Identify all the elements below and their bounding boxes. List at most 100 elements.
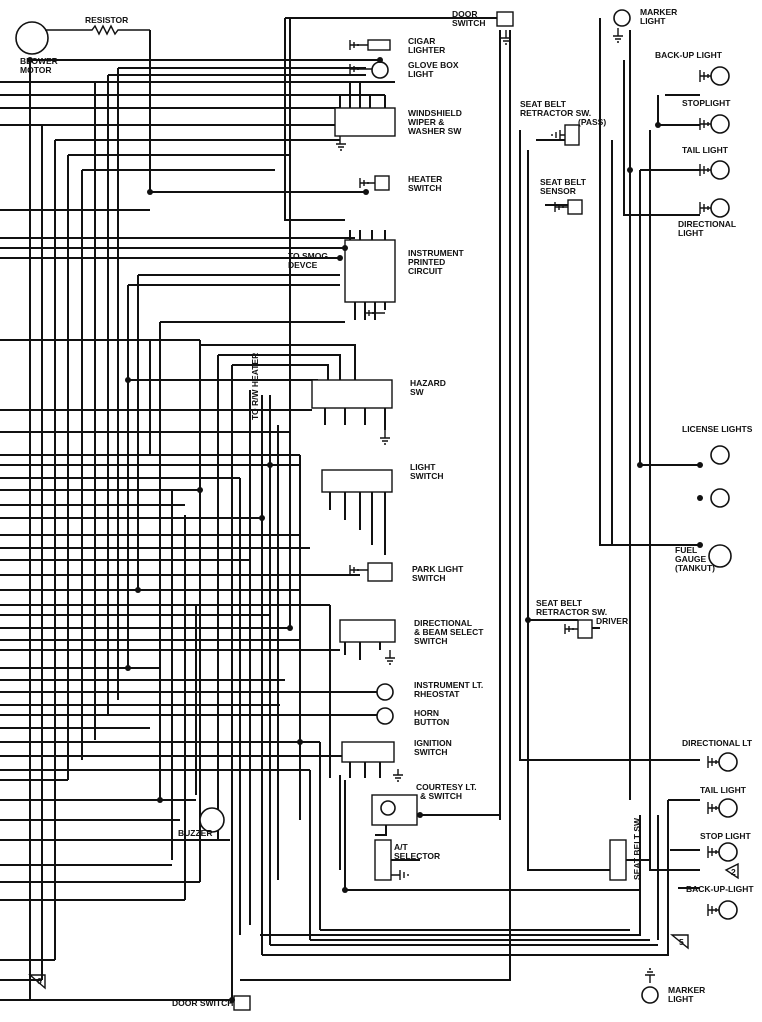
right-bus-wires bbox=[240, 17, 700, 981]
label-fuel-1: FUEL bbox=[675, 545, 697, 555]
note-triangle-5-icon bbox=[670, 934, 689, 950]
label-hazard-2: SW bbox=[410, 387, 425, 397]
label-glove-2: LIGHT bbox=[408, 69, 434, 79]
label-blower-2: MOTOR bbox=[20, 65, 51, 75]
label-windshield-3: WASHER SW bbox=[408, 126, 462, 136]
label-blower-1: BLOWER bbox=[20, 56, 58, 66]
hazard-switch-box bbox=[311, 379, 393, 409]
label-light-switch-2: SWITCH bbox=[410, 471, 444, 481]
label-dir-beam-2: & BEAM SELECT bbox=[414, 627, 484, 637]
license-lamp-lower-icon bbox=[710, 488, 730, 508]
stop-lamp-bottom-icon bbox=[718, 842, 738, 862]
label-backup-bottom: BACK-UP-LIGHT bbox=[686, 884, 754, 894]
label-to-rw-heater: TO R/W HEATER bbox=[250, 353, 260, 420]
label-fuel-2: GAUGE bbox=[675, 554, 707, 564]
label-sb-driver-2: RETRACTOR SW. bbox=[536, 607, 607, 617]
label-marker-bottom-2: LIGHT bbox=[668, 994, 694, 1004]
component-boxes bbox=[15, 9, 739, 1011]
junction-dots bbox=[27, 57, 703, 1003]
park-light-switch-box bbox=[367, 562, 393, 582]
label-sb-sensor-1: SEAT BELT bbox=[540, 177, 587, 187]
label-note-2: 2 bbox=[731, 867, 736, 877]
label-tail-top: TAIL LIGHT bbox=[682, 145, 729, 155]
label-rheostat-2: RHEOSTAT bbox=[414, 689, 460, 699]
label-ipc-2: PRINTED bbox=[408, 257, 445, 267]
courtesy-lamp-icon bbox=[380, 800, 396, 816]
ignition-switch-box bbox=[341, 741, 395, 763]
resistor-icon bbox=[45, 24, 150, 36]
blower-motor-icon bbox=[15, 21, 49, 55]
label-windshield-1: WINDSHIELD bbox=[408, 108, 462, 118]
label-ipc-1: INSTRUMENT bbox=[408, 248, 465, 258]
label-dir-top-1: DIRECTIONAL bbox=[678, 219, 736, 229]
back-up-lamp-top-icon bbox=[710, 66, 730, 86]
label-door-switch-top-2: SWITCH bbox=[452, 18, 486, 28]
label-backup-top: BACK-UP LIGHT bbox=[655, 50, 723, 60]
label-glove-1: GLOVE BOX bbox=[408, 60, 459, 70]
label-ipc-3: CIRCUIT bbox=[408, 266, 443, 276]
label-courtesy-2: & SWITCH bbox=[420, 791, 462, 801]
heater-switch-box bbox=[374, 175, 390, 191]
label-cigar-1: CIGAR bbox=[408, 36, 435, 46]
license-lamp-upper-icon bbox=[710, 445, 730, 465]
label-horn-2: BUTTON bbox=[414, 717, 449, 727]
seat-belt-retractor-driver-box bbox=[577, 619, 593, 639]
label-heater-1: HEATER bbox=[408, 174, 442, 184]
cigar-lighter-icon bbox=[367, 39, 391, 51]
label-dir-top-2: LIGHT bbox=[678, 228, 704, 238]
tail-lamp-top-icon bbox=[710, 160, 730, 180]
label-stop-bottom: STOP LIGHT bbox=[700, 831, 752, 841]
label-note-5: 5 bbox=[679, 937, 684, 947]
label-smog-1: TO SMOG bbox=[288, 251, 328, 261]
label-fuel-3: (TANKUT) bbox=[675, 563, 715, 573]
ground-symbols bbox=[336, 28, 719, 983]
diagram-labels: RESISTOR BLOWER MOTOR DOOR SWITCH MARKER… bbox=[20, 7, 754, 1008]
label-tail-bottom: TAIL LIGHT bbox=[700, 785, 747, 795]
seat-belt-switch-box bbox=[609, 839, 627, 881]
note-triangle-2-icon bbox=[724, 862, 739, 880]
label-note-6: 6 bbox=[37, 976, 42, 986]
rheostat-icon bbox=[376, 683, 394, 701]
label-smog-2: DEVCE bbox=[288, 260, 318, 270]
label-buzzer: BUZZER bbox=[178, 828, 212, 838]
label-dir-beam-3: SWITCH bbox=[414, 636, 448, 646]
directional-lamp-bottom-icon bbox=[718, 752, 738, 772]
label-marker-top-1: MARKER bbox=[640, 7, 677, 17]
label-ignition-1: IGNITION bbox=[414, 738, 452, 748]
label-horn-1: HORN bbox=[414, 708, 439, 718]
fuel-gauge-icon bbox=[708, 544, 732, 568]
label-dir-lt-bottom: DIRECTIONAL LT bbox=[682, 738, 753, 748]
light-switch-box bbox=[321, 469, 393, 493]
label-sb-pass-2: RETRACTOR SW. bbox=[520, 108, 591, 118]
marker-lamp-bottom-icon bbox=[641, 986, 659, 1004]
door-switch-bottom-icon bbox=[233, 995, 251, 1011]
label-windshield-2: WIPER & bbox=[408, 117, 444, 127]
instrument-printed-circuit-box bbox=[344, 239, 396, 303]
label-rheostat-1: INSTRUMENT LT. bbox=[414, 680, 483, 690]
door-switch-top-icon bbox=[496, 11, 514, 27]
label-door-switch-top-1: DOOR bbox=[452, 9, 478, 19]
label-sb-pass-3: (PASS) bbox=[578, 117, 606, 127]
buzzer-icon bbox=[199, 807, 225, 833]
tail-lamp-bottom-icon bbox=[718, 798, 738, 818]
note-triangle-6-icon bbox=[28, 974, 46, 990]
label-park-1: PARK LIGHT bbox=[412, 564, 464, 574]
stop-lamp-top-icon bbox=[710, 114, 730, 134]
label-license: LICENSE LIGHTS bbox=[682, 424, 753, 434]
seat-belt-retractor-pass-box bbox=[564, 124, 580, 146]
label-stoplight-top: STOPLIGHT bbox=[682, 98, 731, 108]
label-sb-driver-3: DRIVER bbox=[596, 616, 628, 626]
label-marker-top-2: LIGHT bbox=[640, 16, 666, 26]
label-at-2: SELECTOR bbox=[394, 851, 440, 861]
label-cigar-2: LIGHTER bbox=[408, 45, 445, 55]
directional-beam-switch-box bbox=[339, 619, 396, 643]
glove-box-lamp-icon bbox=[371, 61, 389, 79]
label-resistor: RESISTOR bbox=[85, 15, 128, 25]
at-selector-box bbox=[374, 839, 392, 881]
windshield-wiper-switch-box bbox=[334, 107, 396, 137]
label-light-switch-1: LIGHT bbox=[410, 462, 436, 472]
label-heater-2: SWITCH bbox=[408, 183, 442, 193]
label-sb-sensor-2: SENSOR bbox=[540, 186, 576, 196]
label-sb-driver-1: SEAT BELT bbox=[536, 598, 583, 608]
